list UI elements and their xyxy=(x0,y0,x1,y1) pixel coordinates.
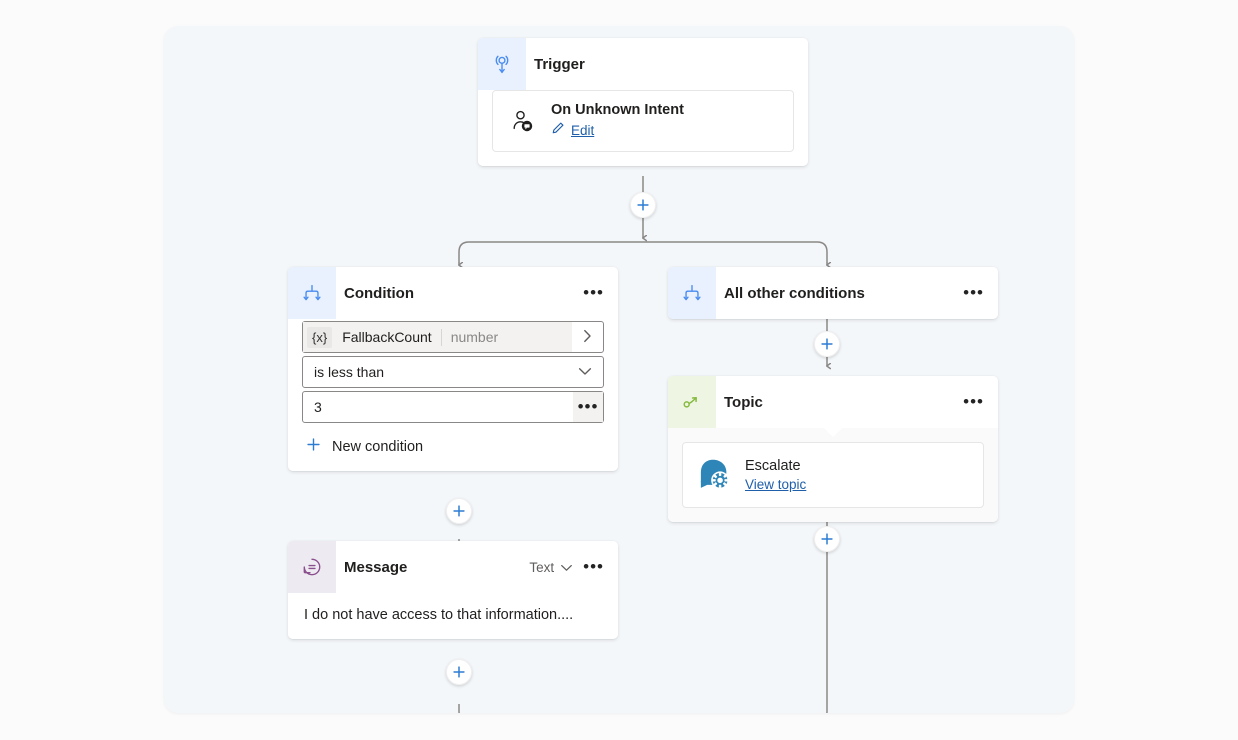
node-message[interactable]: Message Text ••• I do not have access to… xyxy=(288,541,618,639)
condition-branch-icon xyxy=(288,267,336,319)
message-header-actions: Text ••• xyxy=(529,557,618,576)
plus-icon xyxy=(306,437,321,457)
variable-separator xyxy=(440,328,442,346)
all-other-conditions-title: All other conditions xyxy=(724,284,865,302)
pencil-icon xyxy=(551,121,565,140)
condition-value-text: 3 xyxy=(314,399,322,415)
trigger-edit-link[interactable]: Edit xyxy=(571,123,595,138)
bot-gear-icon xyxy=(695,456,733,494)
add-node-after-topic-button[interactable] xyxy=(814,526,840,552)
message-type-selector[interactable]: Text xyxy=(529,560,573,575)
new-condition-label: New condition xyxy=(332,439,424,455)
node-trigger[interactable]: Trigger On Unknown Intent xyxy=(478,38,808,166)
user-intent-icon xyxy=(505,107,539,135)
trigger-body: On Unknown Intent Edit xyxy=(478,90,808,166)
trigger-header: Trigger xyxy=(478,38,808,90)
new-condition-button[interactable]: New condition xyxy=(302,437,604,457)
condition-value-more-button[interactable]: ••• xyxy=(573,392,603,422)
all-other-conditions-more-menu[interactable]: ••• xyxy=(963,283,984,302)
topic-body: Escalate View topic xyxy=(668,428,998,522)
condition-operator-value: is less than xyxy=(314,364,385,380)
condition-header-actions: ••• xyxy=(583,283,618,302)
condition-variable-name: FallbackCount xyxy=(342,329,432,345)
condition-title: Condition xyxy=(344,284,414,302)
add-node-other-to-topic-button[interactable] xyxy=(814,331,840,357)
message-title: Message xyxy=(344,558,408,576)
message-text[interactable]: I do not have access to that information… xyxy=(304,607,574,623)
condition-variable-field[interactable]: {x} FallbackCount number xyxy=(302,321,604,353)
message-more-menu[interactable]: ••• xyxy=(583,557,604,576)
add-node-condition-to-message-button[interactable] xyxy=(446,498,472,524)
message-header: Message Text ••• xyxy=(288,541,618,593)
topic-item-card[interactable]: Escalate View topic xyxy=(682,442,984,508)
trigger-item-name: On Unknown Intent xyxy=(551,102,684,118)
all-other-conditions-actions: ••• xyxy=(963,283,998,302)
condition-value-input[interactable]: 3 ••• xyxy=(302,391,604,423)
topic-header-actions: ••• xyxy=(963,392,998,411)
node-condition[interactable]: Condition ••• {x} FallbackCount number xyxy=(288,267,618,471)
topic-item-text: Escalate View topic xyxy=(745,458,806,492)
all-other-conditions-header: All other conditions ••• xyxy=(668,267,998,319)
chevron-down-icon xyxy=(560,560,573,575)
message-type-value: Text xyxy=(529,559,555,575)
topic-more-menu[interactable]: ••• xyxy=(963,392,984,411)
trigger-broadcast-icon xyxy=(478,38,526,90)
node-all-other-conditions[interactable]: All other conditions ••• xyxy=(668,267,998,319)
chevron-right-icon[interactable] xyxy=(572,329,603,346)
topic-view-link[interactable]: View topic xyxy=(745,477,807,492)
topic-view-row[interactable]: View topic xyxy=(745,477,806,492)
message-body: I do not have access to that information… xyxy=(288,593,618,639)
trigger-item-card[interactable]: On Unknown Intent Edit xyxy=(492,90,794,152)
node-topic[interactable]: Topic ••• xyxy=(668,376,998,522)
trigger-item-text: On Unknown Intent Edit xyxy=(551,102,684,140)
topic-header: Topic ••• xyxy=(668,376,998,428)
condition-branch-icon xyxy=(668,267,716,319)
message-bubble-icon xyxy=(288,541,336,593)
variable-brace-icon: {x} xyxy=(307,326,333,348)
topic-title: Topic xyxy=(724,393,763,411)
flow-canvas[interactable]: Trigger On Unknown Intent xyxy=(164,26,1074,713)
condition-variable-type: number xyxy=(450,329,499,345)
condition-body: {x} FallbackCount number is less than xyxy=(288,321,618,471)
add-node-after-trigger-button[interactable] xyxy=(630,192,656,218)
topic-arrow-icon xyxy=(668,376,716,428)
condition-operator-select[interactable]: is less than xyxy=(302,356,604,388)
condition-value-more-icon: ••• xyxy=(577,397,599,416)
condition-header: Condition ••• xyxy=(288,267,618,319)
trigger-edit-row[interactable]: Edit xyxy=(551,121,684,140)
topic-item-name: Escalate xyxy=(745,458,801,474)
add-node-after-message-button[interactable] xyxy=(446,659,472,685)
chevron-down-icon xyxy=(578,363,592,381)
condition-variable-pill[interactable]: {x} FallbackCount number xyxy=(303,322,572,352)
condition-more-menu[interactable]: ••• xyxy=(583,283,604,302)
trigger-title: Trigger xyxy=(534,55,585,73)
